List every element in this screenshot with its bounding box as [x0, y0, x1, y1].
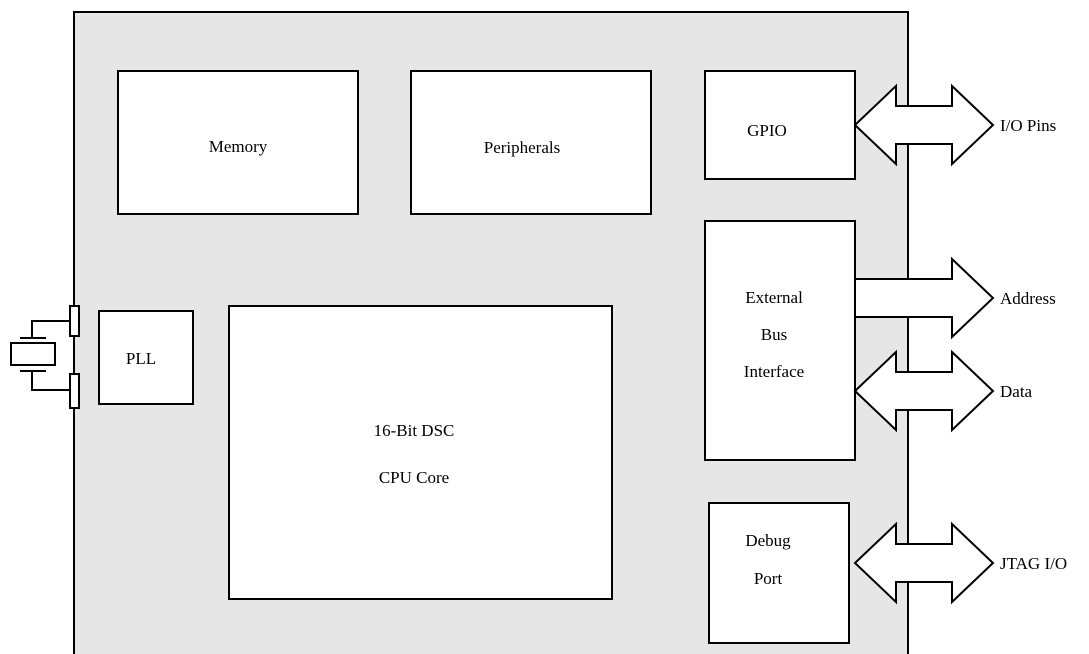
io-pins-arrow-icon [853, 83, 995, 167]
jtag-label: JTAG I/O [1000, 554, 1067, 573]
data-arrow-icon [853, 349, 995, 433]
gpio-block [704, 70, 856, 180]
peripherals-block [410, 70, 652, 215]
debug-port-block [708, 502, 850, 644]
jtag-arrow-icon [853, 521, 995, 605]
address-label: Address [1000, 289, 1056, 308]
debug-label-line1: Debug [745, 531, 791, 550]
memory-block [117, 70, 359, 215]
address-arrow-icon [854, 256, 995, 340]
ext-bus-label-line2: Bus [761, 325, 787, 344]
debug-label-line2: Port [754, 569, 783, 588]
gpio-label: GPIO [747, 121, 787, 140]
data-label: Data [1000, 382, 1033, 401]
peripherals-label: Peripherals [484, 138, 560, 157]
cpu-label-line1: 16-Bit DSC [374, 421, 455, 440]
pll-block [98, 310, 194, 405]
pll-label: PLL [126, 349, 156, 368]
cpu-label-line2: CPU Core [379, 468, 449, 487]
external-bus-interface-block [704, 220, 856, 461]
cpu-core-block [228, 305, 613, 600]
memory-label: Memory [209, 137, 268, 156]
crystal-icon [10, 305, 80, 409]
ext-bus-label-line3: Interface [744, 362, 804, 381]
io-pins-label: I/O Pins [1000, 116, 1056, 135]
ext-bus-label-line1: External [745, 288, 803, 307]
